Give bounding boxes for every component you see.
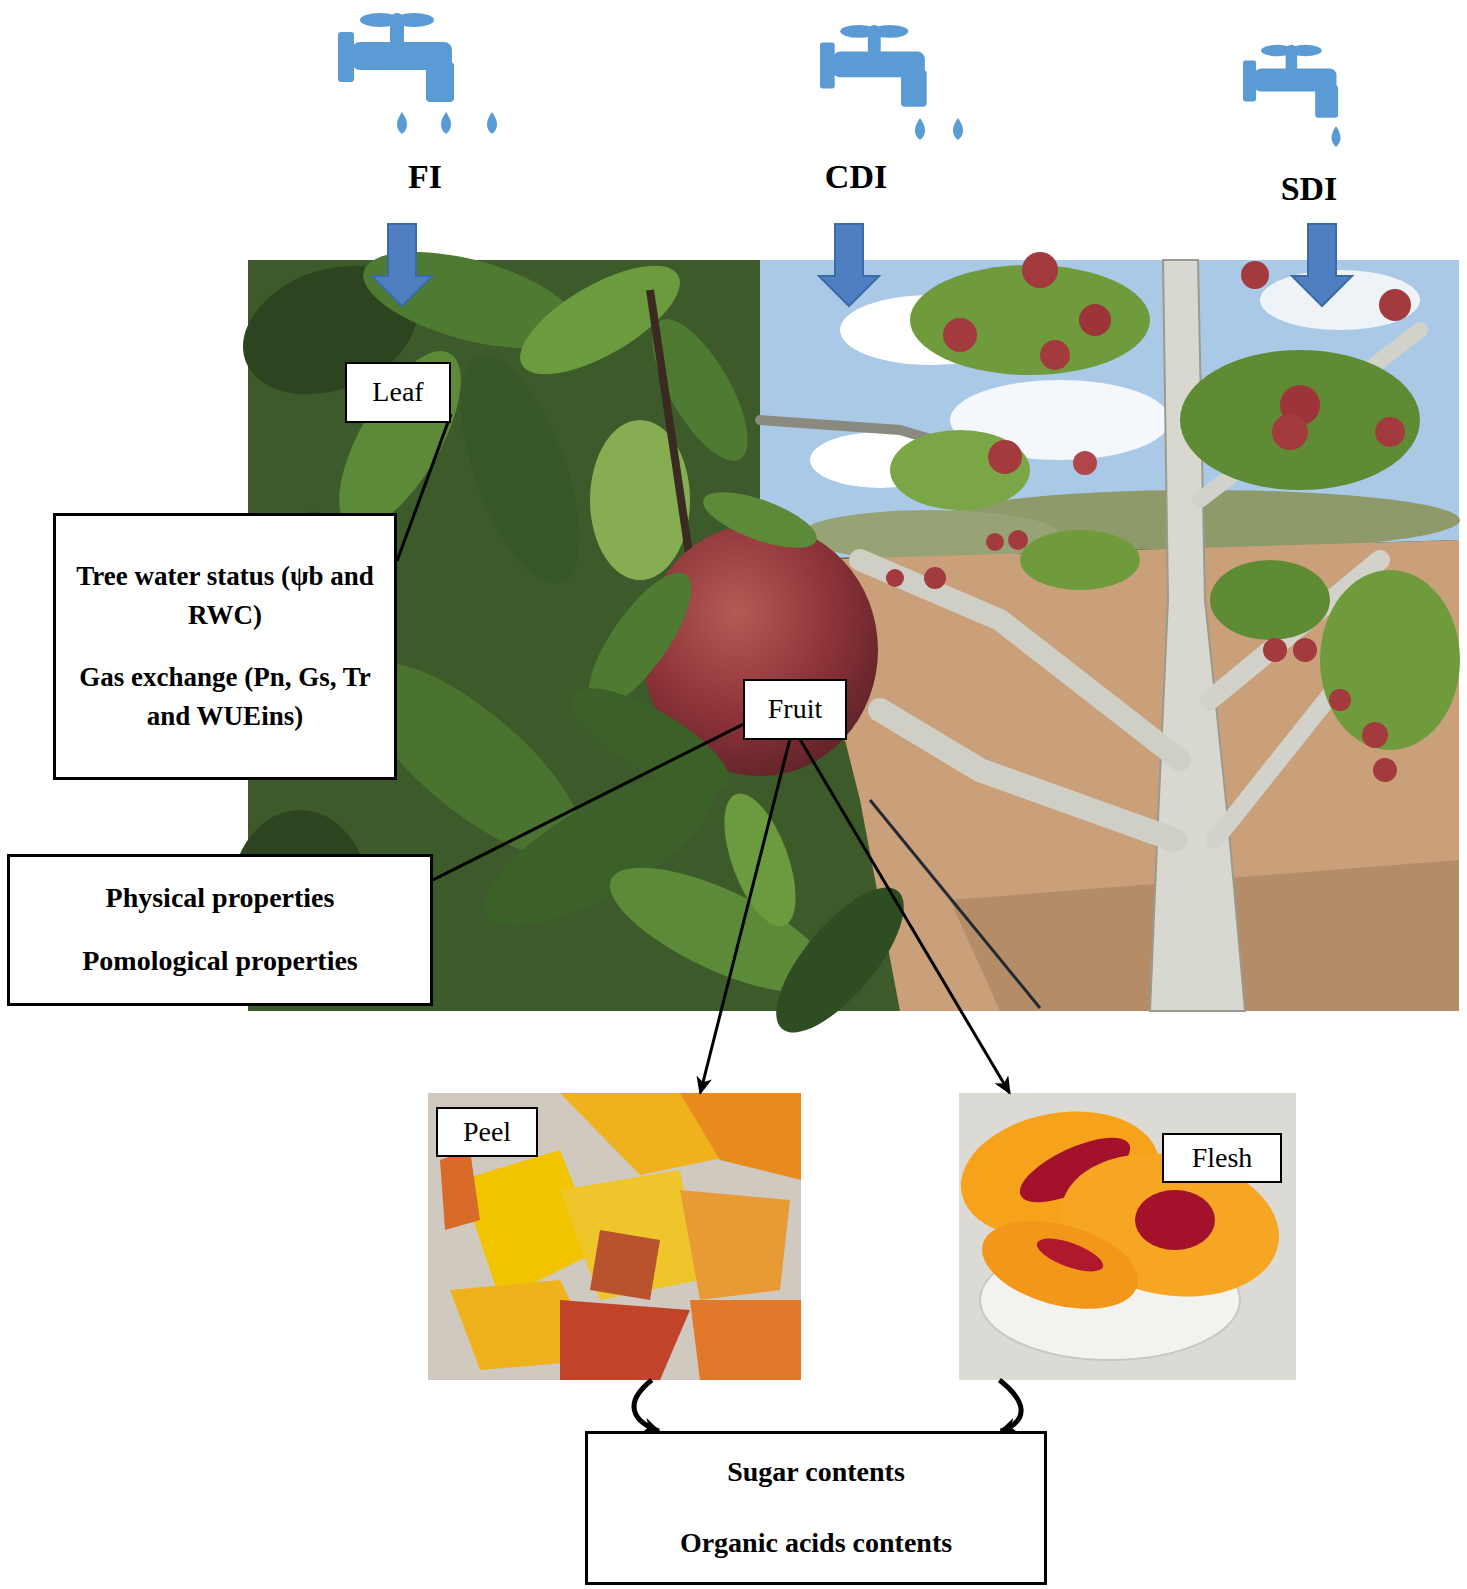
orchard-photo-part <box>1210 560 1330 640</box>
peel-photo-part <box>680 1190 790 1300</box>
peel-photo-part <box>440 1150 480 1230</box>
tap-icons <box>338 13 1341 147</box>
orchard-photo-part <box>1362 722 1388 748</box>
orchard-photo-part <box>988 440 1022 474</box>
orchard-photo-part <box>437 342 604 598</box>
panel-label: Flesh <box>1162 1133 1282 1183</box>
peel-photo-part <box>690 1300 801 1380</box>
orchard-photo-part <box>986 533 1004 551</box>
treatment-label: FI <box>408 158 442 196</box>
connector-line <box>800 740 1009 1093</box>
tap-icons-part <box>338 13 454 102</box>
box-text: Tree water status (ψb and RWC) <box>70 557 380 635</box>
peel-photo-part <box>680 1093 801 1180</box>
orchard-photo-part <box>1263 638 1287 662</box>
treatment-label: CDI <box>825 158 887 196</box>
peel-photo-part <box>428 1093 801 1380</box>
orchard-photo-part <box>1379 289 1411 321</box>
orchard-photo-part <box>697 481 823 560</box>
connector-line <box>397 414 451 561</box>
tap-icons-part <box>915 118 925 140</box>
orchard-photo-part <box>1272 414 1308 450</box>
orchard-photo-part <box>1008 530 1028 550</box>
flesh-photo-part <box>1033 1232 1107 1278</box>
box-text: Sugar contents <box>727 1452 905 1493</box>
tap-icons-part <box>397 112 407 134</box>
flow-arrows <box>372 224 1352 306</box>
tap-icons-part <box>1332 126 1341 147</box>
curved-arrow <box>634 1380 659 1431</box>
orchard-photo-part <box>1241 261 1269 289</box>
orchard-photo-part <box>1375 417 1405 447</box>
content-box: Sugar contentsOrganic acids contents <box>585 1431 1047 1585</box>
orchard-photo-part <box>890 430 1030 510</box>
orchard-photo-part <box>557 669 743 811</box>
fruit-box: Fruit <box>743 679 847 740</box>
flesh-photo-part <box>972 1206 1147 1325</box>
curved-arrow <box>999 1380 1021 1431</box>
flesh-photo <box>951 1093 1296 1380</box>
connector-line <box>700 740 790 1093</box>
orchard-photo-part <box>924 567 946 589</box>
treatment-label: SDI <box>1281 170 1338 208</box>
orchard-photo-part <box>1293 638 1317 662</box>
orchard-photo-part <box>1180 350 1420 490</box>
orchard-photo-part <box>1022 252 1058 288</box>
flow-arrows-part <box>1292 224 1352 306</box>
flesh-panel: Flesh <box>959 1093 1296 1380</box>
orchard-photo-part <box>1079 304 1111 336</box>
box-text: Physical properties <box>106 878 335 919</box>
measure-box: Tree water status (ψb and RWC) Gas exchan… <box>53 513 397 780</box>
orchard-photo-part <box>760 260 1459 560</box>
panel-label: Peel <box>436 1107 538 1157</box>
peel-photo <box>428 1093 801 1380</box>
tap-icons-part <box>820 25 927 107</box>
flow-arrows-part <box>819 224 879 306</box>
orchard-photo-part <box>800 540 1459 1011</box>
box-text: Organic acids contents <box>680 1523 952 1564</box>
flow-arrows-part <box>372 224 432 306</box>
tap-icons-part <box>441 112 451 134</box>
orchard-photo-part <box>1040 340 1070 370</box>
orchard-photo-part <box>1373 758 1397 782</box>
box-text: Pomological properties <box>82 941 358 982</box>
orchard-photo-part <box>886 569 904 587</box>
orchard-photo-part <box>1320 570 1460 750</box>
box-text: Gas exchange (Pn, Gs, Tr and WUEins) <box>70 658 380 736</box>
orchard-photo-part <box>1073 451 1097 475</box>
orchard-photo-part <box>943 318 977 352</box>
leaf-box: Leaf <box>345 362 451 423</box>
peel-photo-part <box>590 1230 660 1300</box>
orchard-photo-part <box>1020 530 1140 590</box>
orchard-photo-part <box>650 290 690 560</box>
orchard-photo-part <box>800 510 1060 560</box>
box-text: Leaf <box>372 372 423 413</box>
tap-icons-part <box>487 112 497 134</box>
tap-icons-part <box>1243 45 1338 118</box>
orchard-photo-part <box>880 710 1175 840</box>
box-text: Fruit <box>768 689 822 730</box>
property-box: Physical propertiesPomological propertie… <box>7 854 433 1006</box>
peel-panel: Peel <box>428 1093 801 1380</box>
tap-icons-part <box>953 118 963 140</box>
peel-photo-part <box>560 1170 700 1300</box>
connector-line <box>433 724 743 879</box>
orchard-photo-part <box>710 785 811 936</box>
peel-photo-part <box>560 1300 690 1380</box>
orchard-photo-part <box>1329 689 1351 711</box>
flesh-photo-part <box>1135 1190 1215 1250</box>
